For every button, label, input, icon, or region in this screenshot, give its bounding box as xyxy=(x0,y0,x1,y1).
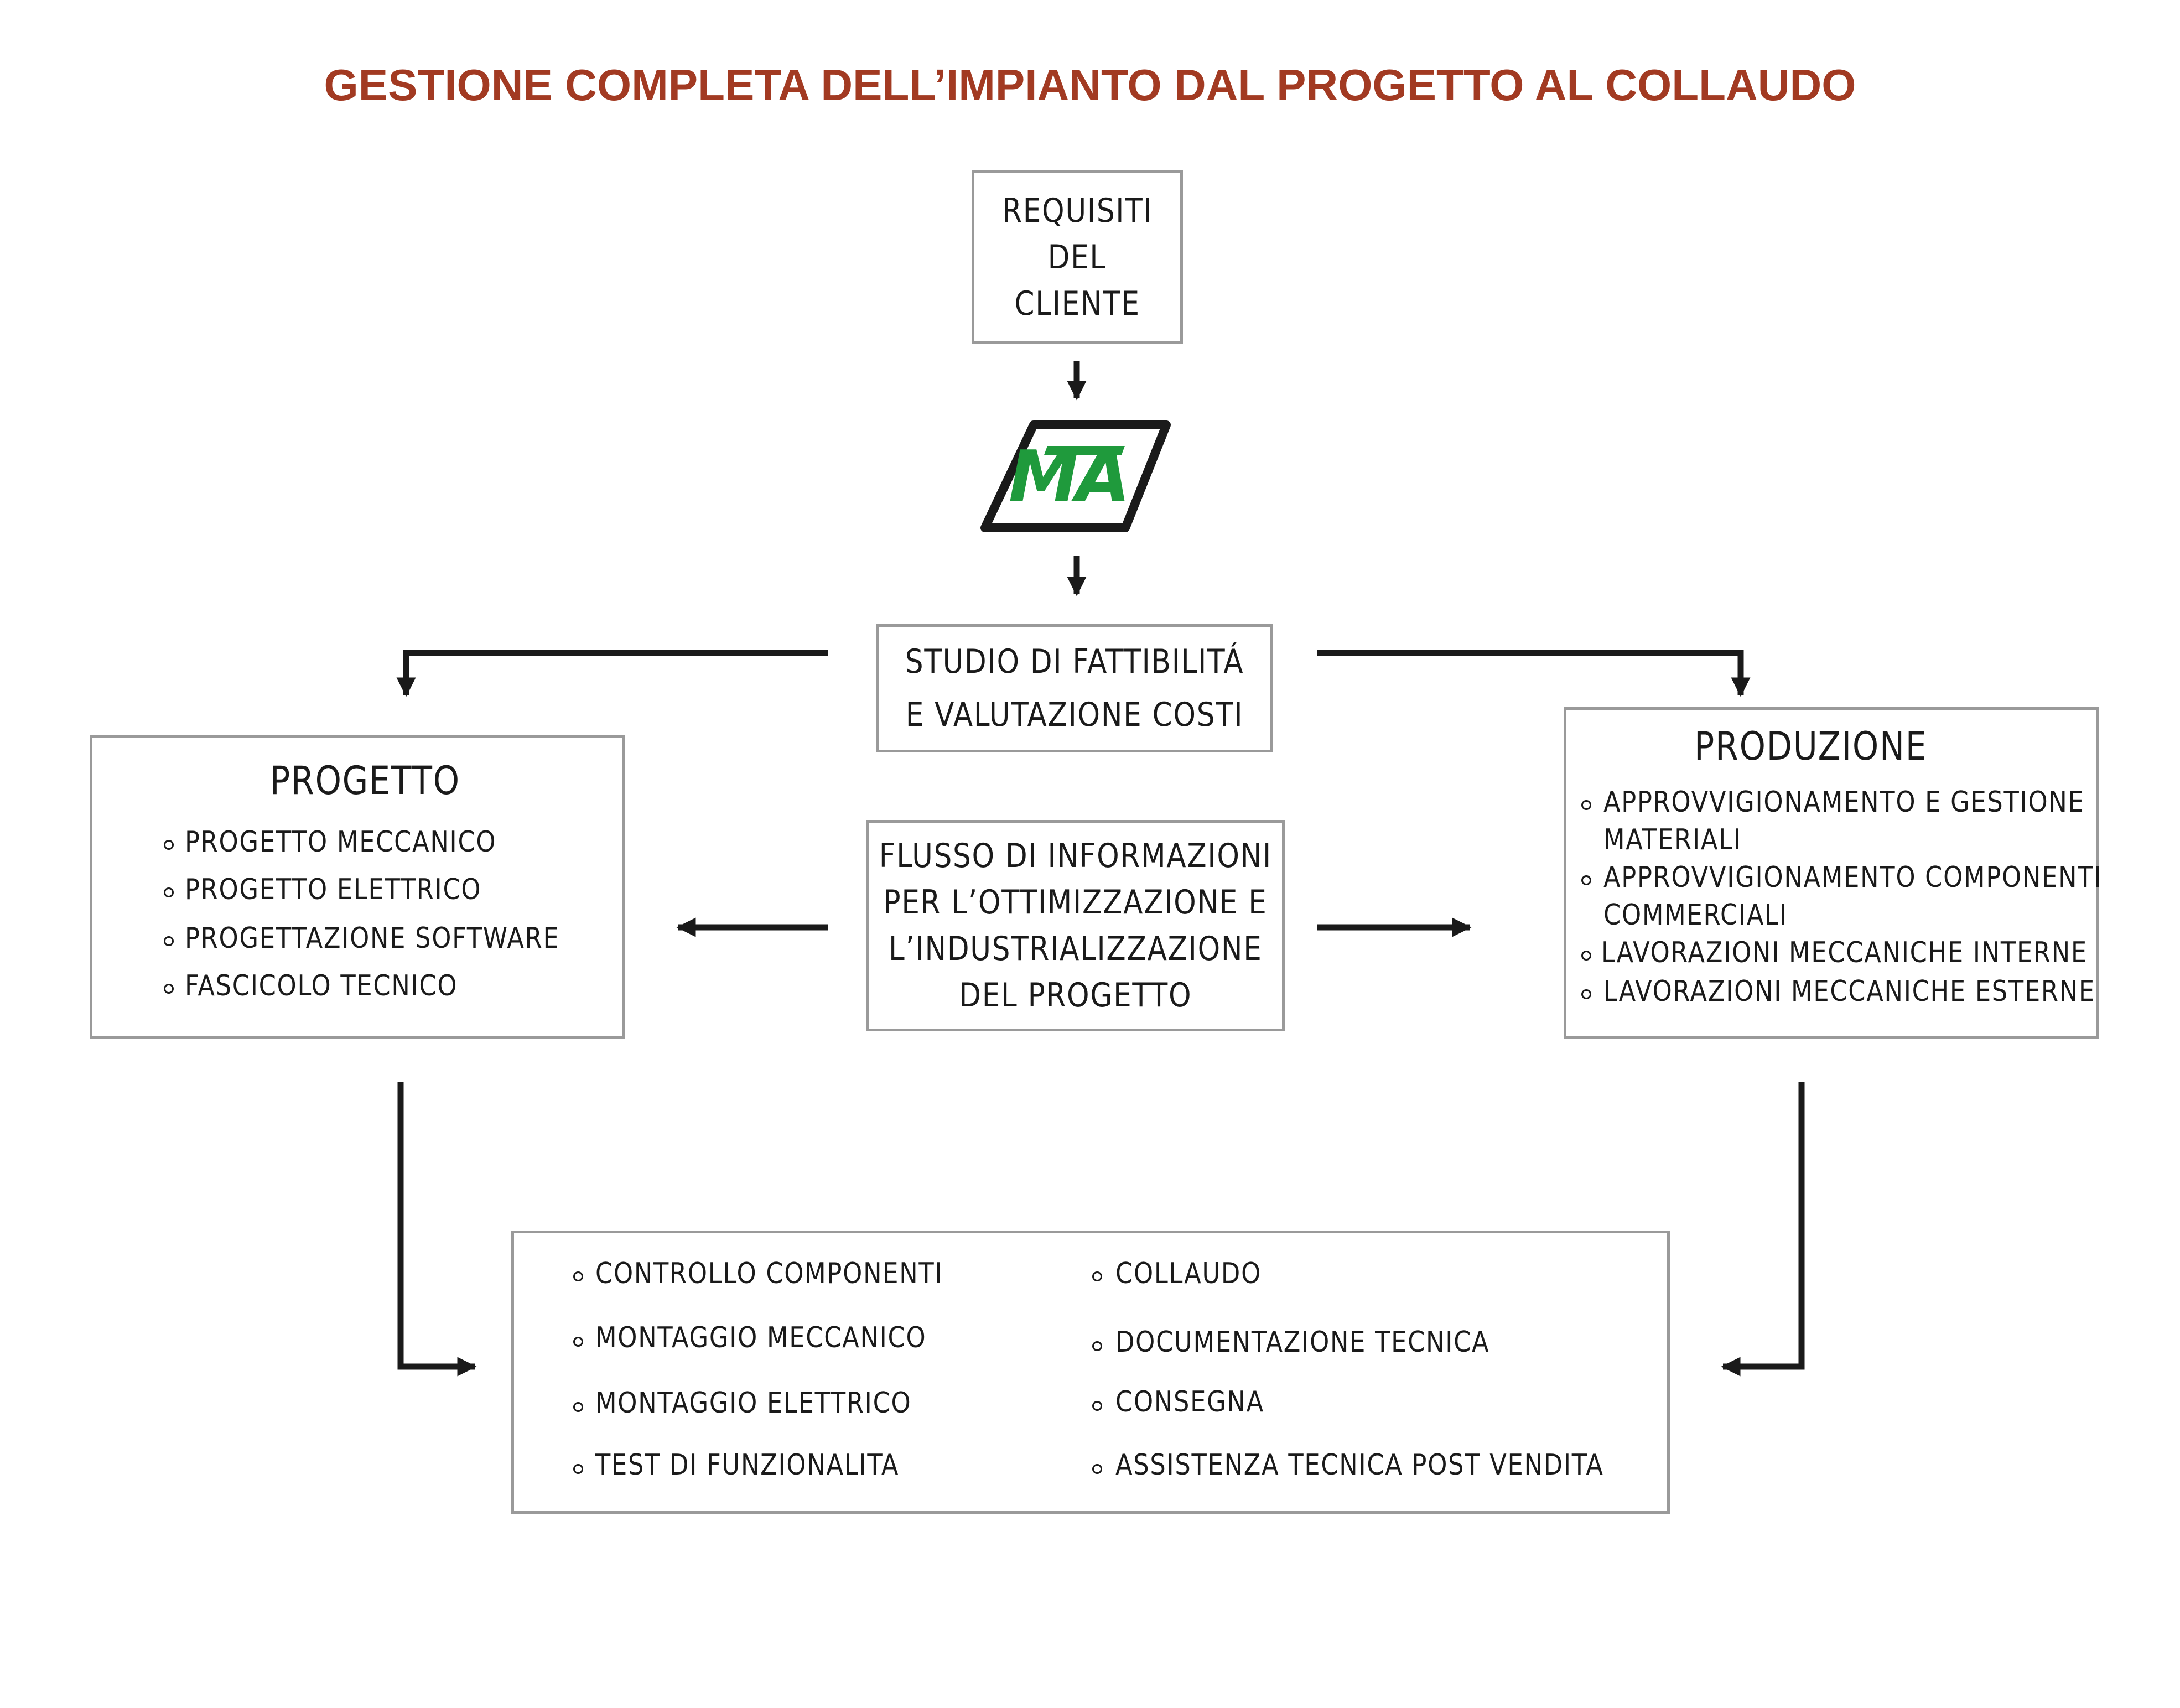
requisiti-line: CLIENTE xyxy=(1014,284,1140,323)
studio-line: STUDIO DI FATTIBILITÁ xyxy=(905,642,1244,681)
finale-item: COLLAUDO xyxy=(1115,1257,1262,1290)
progetto-item: PROGETTO MECCANICO xyxy=(185,826,497,859)
page-title: GESTIONE COMPLETA DELL’IMPIANTO DAL PROG… xyxy=(324,60,1856,110)
finale-item: MONTAGGIO MECCANICO xyxy=(595,1321,927,1354)
bullet-icon xyxy=(1092,1271,1102,1281)
mta-logo-bar xyxy=(1044,446,1125,455)
bullet-icon xyxy=(573,1271,583,1281)
bullet-icon xyxy=(1581,989,1591,999)
produzione-heading: PRODUZIONE xyxy=(1694,724,1928,769)
studio-fattibilita-box: STUDIO DI FATTIBILITÁ E VALUTAZIONE COST… xyxy=(876,624,1273,752)
bullet-icon xyxy=(1092,1464,1102,1474)
bullet-icon xyxy=(164,887,174,897)
produzione-item: LAVORAZIONI MECCANICHE ESTERNE xyxy=(1603,975,2095,1008)
arrow-studio-to-progetto xyxy=(396,650,828,697)
finale-item: MONTAGGIO ELETTRICO xyxy=(595,1387,912,1420)
arrow-produzione-to-finale xyxy=(1721,1082,1805,1377)
bullet-icon xyxy=(1581,800,1591,810)
flusso-line: DEL PROGETTO xyxy=(959,976,1192,1015)
finale-item: ASSISTENZA TECNICA POST VENDITA xyxy=(1115,1449,1604,1482)
finale-item: CONSEGNA xyxy=(1115,1385,1264,1419)
finale-item: CONTROLLO COMPONENTI xyxy=(595,1257,943,1290)
finale-box xyxy=(511,1231,1670,1514)
produzione-item: APPROVVIGIONAMENTO COMPONENTI xyxy=(1603,861,2103,894)
progetto-box xyxy=(90,735,625,1039)
requisiti-line: DEL xyxy=(1047,238,1107,277)
produzione-box xyxy=(1564,707,2099,1039)
bullet-icon xyxy=(1581,951,1591,961)
produzione-item-cont: MATERIALI xyxy=(1603,823,1742,856)
arrow-progetto-to-finale xyxy=(397,1082,477,1377)
progetto-heading: PROGETTO xyxy=(270,758,460,803)
flusso-line: FLUSSO DI INFORMAZIONI xyxy=(879,837,1273,875)
bullet-icon xyxy=(573,1337,583,1347)
progetto-item: PROGETTAZIONE SOFTWARE xyxy=(185,922,560,955)
bullet-icon xyxy=(164,936,174,946)
bullet-icon xyxy=(1092,1401,1102,1411)
bullet-icon xyxy=(164,840,174,850)
arrow-studio-to-produzione xyxy=(1317,650,1751,697)
flusso-informazioni-box: FLUSSO DI INFORMAZIONI PER L’OTTIMIZZAZI… xyxy=(866,820,1285,1031)
requisiti-cliente-box: REQUISITI DEL CLIENTE xyxy=(972,170,1183,344)
finale-item: DOCUMENTAZIONE TECNICA xyxy=(1115,1326,1490,1359)
flusso-line: L’INDUSTRIALIZZAZIONE xyxy=(889,930,1263,968)
bullet-icon xyxy=(164,984,174,994)
bullet-icon xyxy=(1581,875,1591,885)
finale-item: TEST DI FUNZIONALITA xyxy=(595,1449,900,1482)
produzione-item: LAVORAZIONI MECCANICHE INTERNE xyxy=(1601,936,2088,969)
progetto-item: PROGETTO ELETTRICO xyxy=(185,873,482,906)
requisiti-line: REQUISITI xyxy=(1001,191,1153,230)
progetto-item: FASCICOLO TECNICO xyxy=(185,969,458,1003)
bullet-icon xyxy=(1092,1341,1102,1351)
produzione-item: APPROVVIGIONAMENTO E GESTIONE xyxy=(1603,786,2085,819)
flusso-line: PER L’OTTIMIZZAZIONE E xyxy=(883,883,1268,922)
bullet-icon xyxy=(573,1464,583,1474)
produzione-item-cont: COMMERCIALI xyxy=(1603,899,1788,932)
bullet-icon xyxy=(573,1402,583,1412)
studio-line: E VALUTAZIONE COSTI xyxy=(905,695,1244,734)
